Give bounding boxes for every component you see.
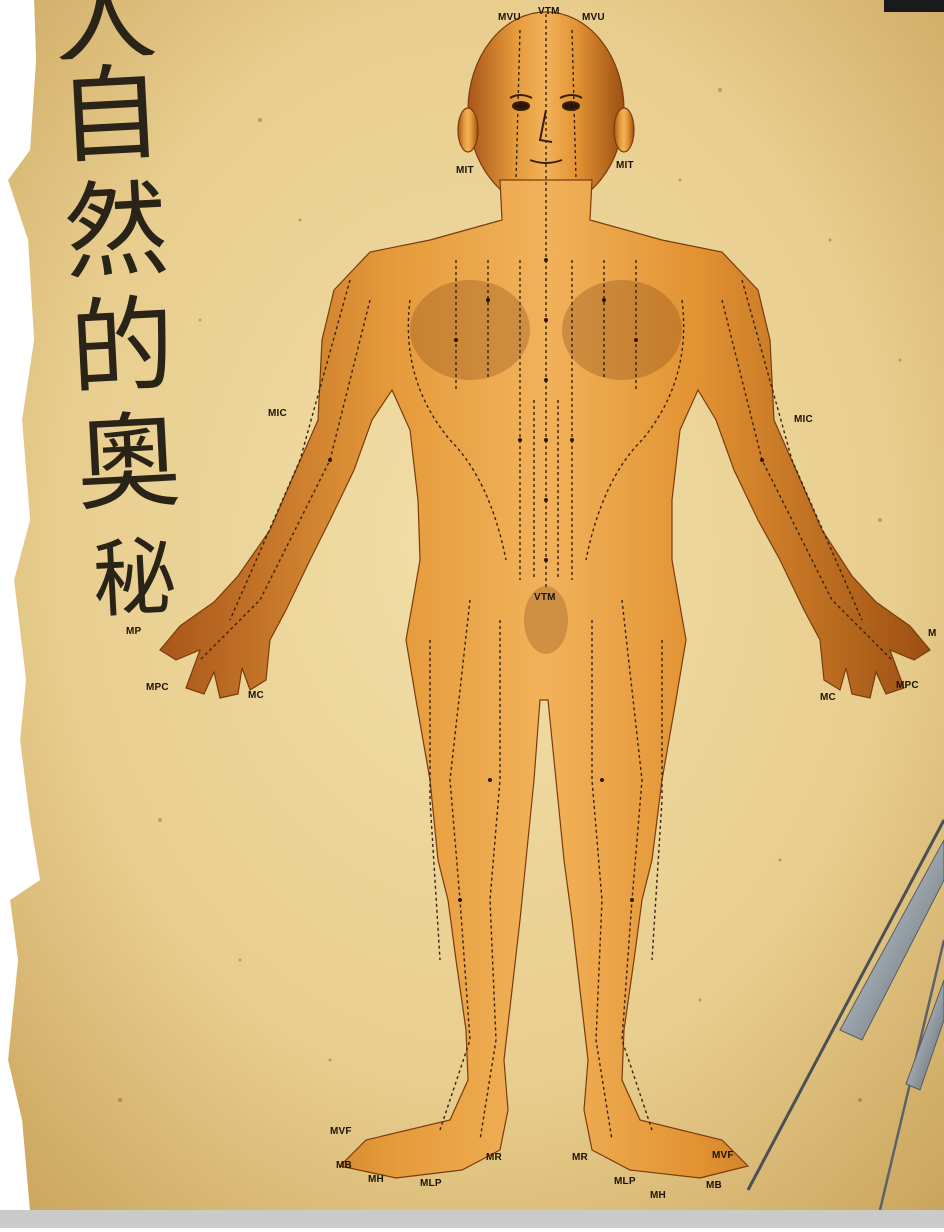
label-foot-right-2: MVF: [712, 1150, 734, 1161]
label-hand-left-top: MP: [126, 626, 141, 637]
bottom-gray-strip: [0, 1210, 944, 1228]
label-arm-left: MIC: [268, 408, 287, 419]
label-foot-left-2: MB: [336, 1160, 352, 1171]
label-groin: VTM: [534, 592, 556, 603]
title-char-1: 人: [52, 0, 205, 60]
label-head-center: VTM: [538, 6, 560, 17]
label-foot-left-5: MR: [486, 1152, 502, 1163]
label-hand-left-2: MC: [248, 690, 264, 701]
label-foot-right-3: MLP: [614, 1176, 636, 1187]
top-right-dark-mark: [884, 0, 944, 12]
label-foot-left-1: MVF: [330, 1126, 352, 1137]
label-arm-right: MIC: [794, 414, 813, 425]
label-head-right: MVU: [582, 12, 605, 23]
title-char-3: 然: [61, 168, 217, 292]
label-foot-left-3: MH: [368, 1174, 384, 1185]
label-foot-right-4: MH: [650, 1190, 666, 1201]
label-hand-left-1: MPC: [146, 682, 169, 693]
label-foot-left-4: MLP: [420, 1178, 442, 1189]
label-face-right: MIT: [616, 160, 634, 171]
label-hand-right-2: MPC: [896, 680, 919, 691]
label-hand-right-top: M: [928, 628, 937, 639]
title-char-4: 的: [67, 284, 223, 408]
label-face-left: MIT: [456, 165, 474, 176]
label-hand-right-1: MC: [820, 692, 836, 703]
label-head-left: MVU: [498, 12, 521, 23]
label-foot-right-1: MR: [572, 1152, 588, 1163]
title-char-2: 自: [55, 52, 211, 176]
title-char-6: 秘: [89, 515, 235, 638]
label-foot-right-5: MB: [706, 1180, 722, 1191]
title-char-5: 奧: [73, 400, 229, 524]
